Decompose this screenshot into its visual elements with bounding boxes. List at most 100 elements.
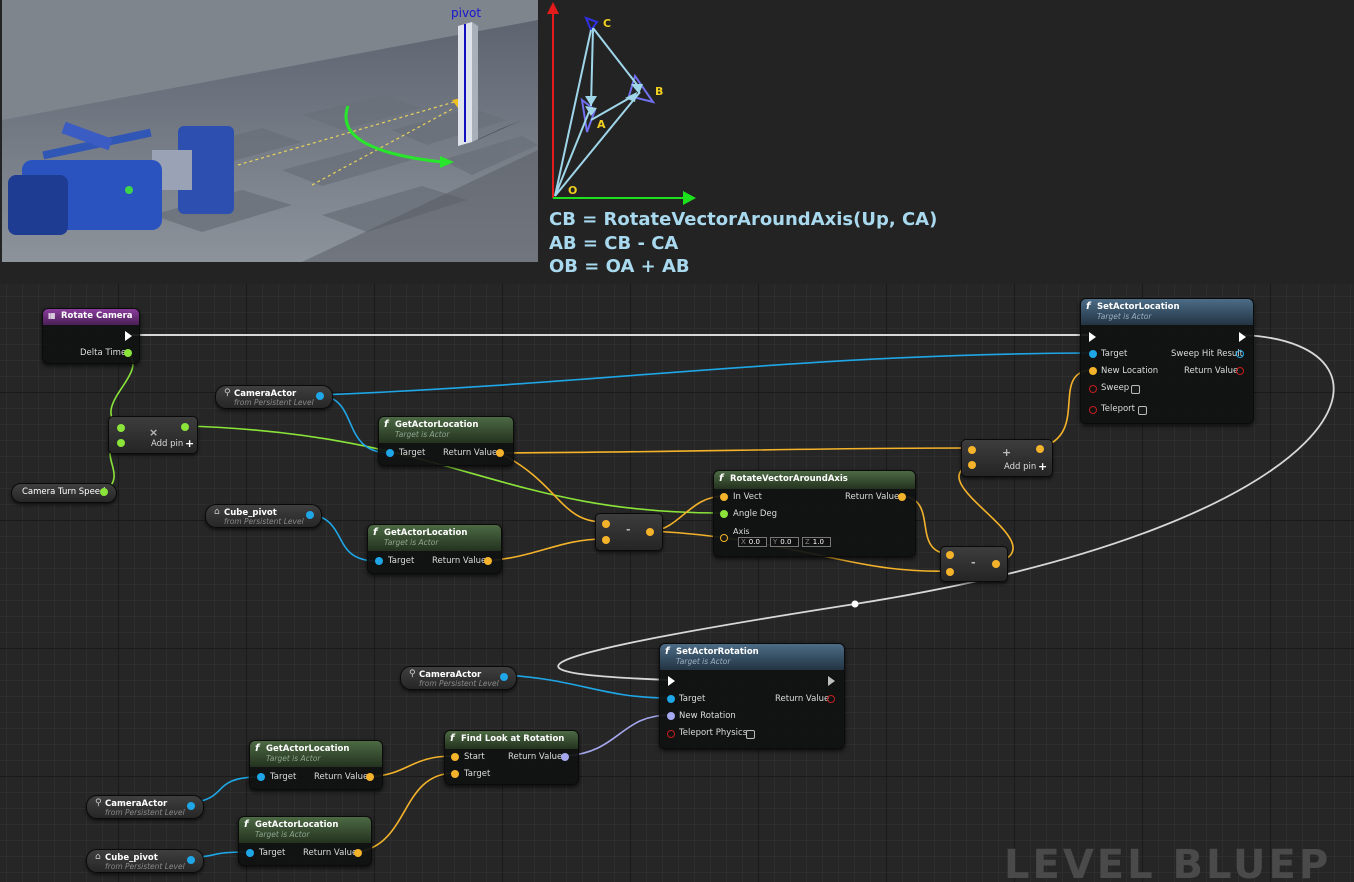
rotate-vector-ret-pin[interactable] [898, 493, 906, 501]
gal3-ret-pin[interactable] [366, 773, 374, 781]
sar-teleport-pin[interactable] [667, 730, 675, 738]
sal-teleport-checkbox[interactable] [1138, 406, 1147, 415]
cube-pivot-1-out-pin[interactable] [306, 511, 314, 519]
gal3-target-label: Target [270, 772, 297, 782]
gal3-ret-label: Return Value [314, 772, 369, 782]
add-vector-node[interactable]: + Add pin + [961, 439, 1053, 477]
sal-sweep-checkbox[interactable] [1131, 385, 1140, 394]
add-float-out-pin[interactable] [181, 423, 189, 431]
camera-actor-1-out-pin[interactable] [316, 392, 324, 400]
function-icon: f [719, 473, 724, 484]
sal-sweep-pin[interactable] [1089, 385, 1097, 393]
gal2-ret-label: Return Value [432, 556, 487, 566]
camera-actor-ref-2[interactable]: ⚲ CameraActor from Persistent Level [400, 666, 517, 690]
add-vec-out-pin[interactable] [1036, 445, 1044, 453]
gal2-target-pin[interactable] [375, 557, 383, 565]
gal1-ret-pin[interactable] [496, 449, 504, 457]
get-actor-location-node-3[interactable]: f GetActorLocation Target is Actor Targe… [249, 740, 383, 790]
gal1-target-pin[interactable] [386, 449, 394, 457]
formula-ab: AB = CB - CA [549, 233, 679, 254]
camera-turn-speed-out-pin[interactable] [100, 488, 108, 496]
cube-icon: ⌂ [214, 507, 220, 517]
gal4-target-pin[interactable] [246, 849, 254, 857]
subtract-vector-node-1[interactable]: - [595, 513, 663, 551]
camera-actor-ref-1[interactable]: ⚲ CameraActor from Persistent Level [215, 385, 333, 409]
axis-pin[interactable] [720, 534, 728, 542]
cube-pivot-ref-1[interactable]: ⌂ Cube_pivot from Persistent Level [205, 504, 322, 528]
sar-new-rotation-pin[interactable] [667, 712, 675, 720]
function-icon: f [450, 733, 455, 744]
camera-actor-2-out-pin[interactable] [500, 673, 508, 681]
sal-sweep-hit-pin[interactable] [1236, 350, 1244, 358]
rotate-camera-event-node[interactable]: ▦ Rotate Camera Delta Time [42, 308, 140, 364]
set-actor-rotation-node[interactable]: f SetActorRotation Target is Actor Targe… [659, 643, 845, 749]
camera-turn-speed-title: Camera Turn Speed [22, 487, 106, 497]
add-pin-plus-icon[interactable]: + [1038, 460, 1048, 473]
sub2-in-a-pin[interactable] [946, 551, 954, 559]
add-float-in-b-pin[interactable] [117, 439, 125, 447]
blueprint-graph[interactable]: ▦ Rotate Camera Delta Time ⚲ CameraActor… [0, 284, 1354, 882]
sub2-out-pin[interactable] [992, 560, 1000, 568]
find-look-at-target-pin[interactable] [451, 770, 459, 778]
get-actor-location-node-4[interactable]: f GetActorLocation Target is Actor Targe… [238, 816, 372, 866]
sal-new-location-pin[interactable] [1089, 367, 1097, 375]
point-o-label: O [568, 184, 577, 197]
sal-title: SetActorLocation [1097, 302, 1180, 312]
gal2-ret-pin[interactable] [484, 557, 492, 565]
rotate-vector-around-axis-node[interactable]: f RotateVectorAroundAxis In Vect Angle D… [713, 470, 916, 557]
sal-sub: Target is Actor [1097, 312, 1152, 321]
camera-actor-3-out-pin[interactable] [187, 802, 195, 810]
sub1-out-pin[interactable] [646, 528, 654, 536]
sub1-in-a-pin[interactable] [602, 520, 610, 528]
cube-pivot-ref-2[interactable]: ⌂ Cube_pivot from Persistent Level [86, 849, 204, 873]
camera-actor-ref-3[interactable]: ⚲ CameraActor from Persistent Level [86, 795, 204, 819]
gal3-sub: Target is Actor [266, 754, 321, 763]
cube-pivot-2-out-pin[interactable] [187, 856, 195, 864]
add-float-add-pin-label[interactable]: Add pin [151, 439, 184, 449]
delta-time-pin[interactable] [124, 349, 132, 357]
add-vec-add-pin-label[interactable]: Add pin [1004, 462, 1037, 472]
subtract-vector-node-2[interactable]: - [940, 546, 1008, 582]
get-actor-location-node-1[interactable]: f GetActorLocation Target is Actor Targe… [378, 416, 514, 466]
find-look-at-target-label: Target [464, 769, 491, 779]
add-vec-symbol: + [1002, 446, 1012, 459]
camera-turn-speed-var[interactable]: Camera Turn Speed [11, 483, 117, 503]
in-vect-label: In Vect [733, 492, 762, 502]
sub1-in-b-pin[interactable] [602, 536, 610, 544]
find-look-at-start-pin[interactable] [451, 753, 459, 761]
gal4-ret-pin[interactable] [354, 849, 362, 857]
add-pin-plus-icon[interactable]: + [185, 437, 195, 450]
sar-exec-out-pin[interactable] [828, 676, 835, 686]
get-actor-location-2-header: f GetActorLocation Target is Actor [368, 525, 501, 551]
exec-out-pin[interactable] [125, 331, 132, 341]
add-vec-in-a-pin[interactable] [968, 446, 976, 454]
get-actor-location-node-2[interactable]: f GetActorLocation Target is Actor Targe… [367, 524, 502, 574]
sal-ret-pin[interactable] [1236, 367, 1244, 375]
reroute-node[interactable] [851, 600, 859, 608]
sal-target-pin[interactable] [1089, 350, 1097, 358]
sal-exec-in-pin[interactable] [1089, 332, 1096, 342]
find-look-at-ret-pin[interactable] [561, 753, 569, 761]
sar-target-pin[interactable] [667, 695, 675, 703]
sal-exec-out-pin[interactable] [1239, 332, 1246, 342]
sar-teleport-checkbox[interactable] [746, 730, 755, 739]
add-float-node[interactable]: × Add pin + [108, 416, 198, 454]
add-vec-in-b-pin[interactable] [968, 461, 976, 469]
sar-ret-label: Return Value [775, 694, 830, 704]
sar-ret-pin[interactable] [827, 695, 835, 703]
3d-viewport[interactable]: pivot [2, 0, 538, 262]
sar-exec-in-pin[interactable] [668, 676, 675, 686]
add-float-in-a-pin[interactable] [117, 424, 125, 432]
function-icon: f [384, 419, 389, 430]
gal3-target-pin[interactable] [257, 773, 265, 781]
in-vect-pin[interactable] [720, 493, 728, 501]
sub2-in-b-pin[interactable] [946, 568, 954, 576]
set-actor-location-node[interactable]: f SetActorLocation Target is Actor Targe… [1080, 298, 1254, 424]
find-look-at-rotation-node[interactable]: f Find Look at Rotation Start Target Ret… [444, 730, 579, 785]
angle-deg-pin[interactable] [720, 510, 728, 518]
sar-title: SetActorRotation [676, 647, 759, 657]
sal-teleport-pin[interactable] [1089, 406, 1097, 414]
